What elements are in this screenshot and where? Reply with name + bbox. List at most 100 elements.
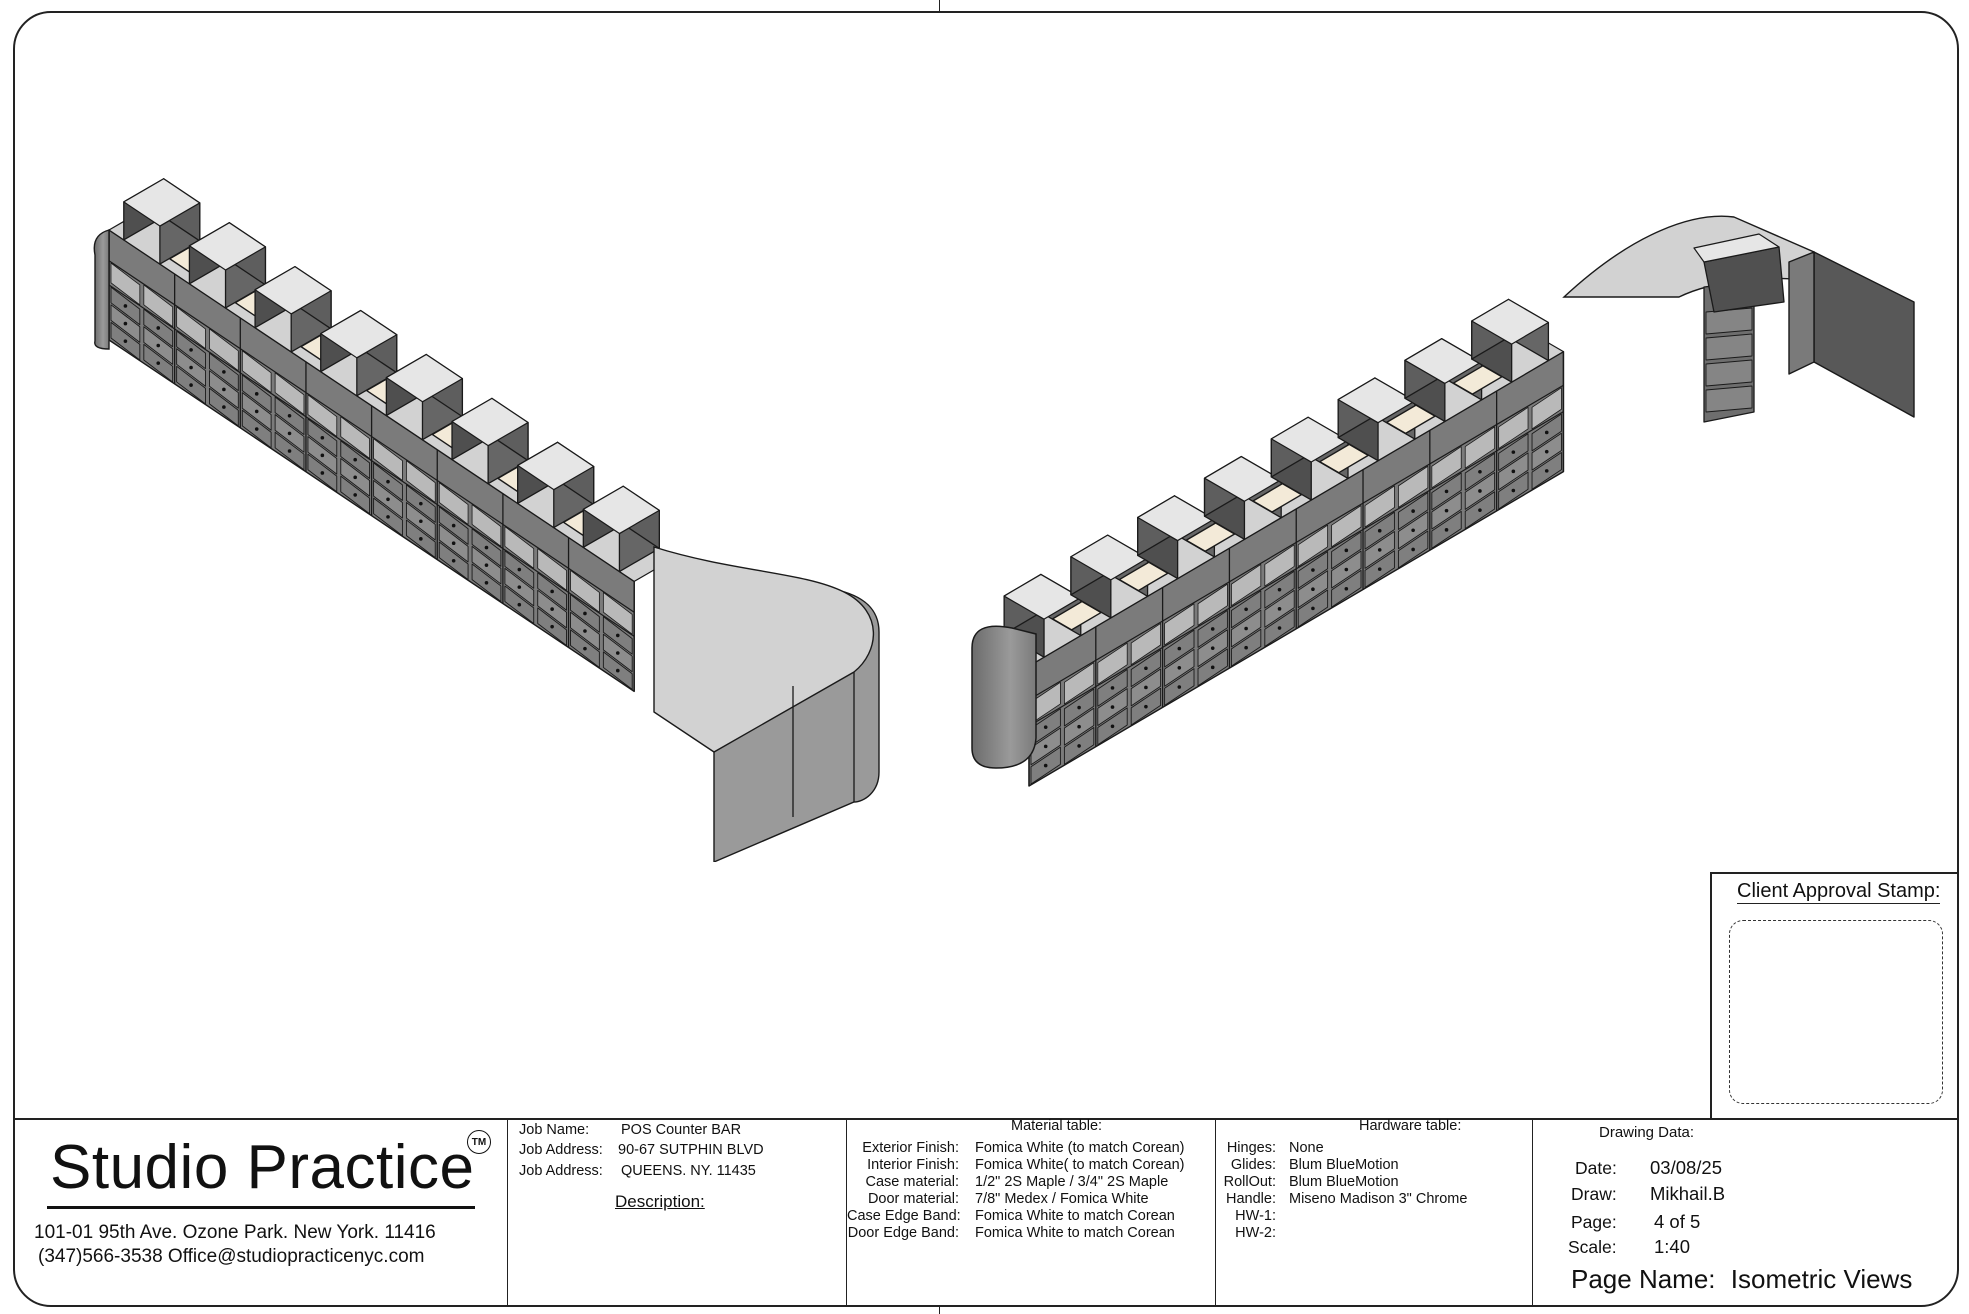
hardware-table-title: Hardware table:: [1359, 1118, 1462, 1134]
drawing-data-title: Drawing Data:: [1599, 1124, 1695, 1141]
open-shelf: [1431, 446, 1462, 489]
drawer-handle-icon: [1177, 665, 1182, 670]
drawer-handle-icon: [353, 493, 357, 497]
drawer-handle-icon: [1544, 469, 1549, 473]
drawer-handle-icon: [615, 651, 620, 655]
drawer-handle-icon: [419, 501, 423, 506]
drawer-handle-icon: [451, 541, 456, 546]
drawer-handle-icon: [1144, 666, 1148, 671]
drawer-handle-icon: [1377, 567, 1382, 571]
drawer-handle-icon: [1444, 489, 1449, 494]
hardware-row-value: Miseno Madison 3" Chrome: [1289, 1191, 1468, 1207]
company-address: 101-01 95th Ave. Ozone Park. New York. 1…: [34, 1222, 436, 1243]
company-logo: Studio Practice: [50, 1133, 475, 1202]
drawer-handle-icon: [156, 343, 161, 348]
station-shelf-top: [385, 353, 463, 403]
station-shelf-top: [1003, 573, 1082, 620]
drawer-handle-icon: [1077, 705, 1081, 710]
stamp-box: [1729, 920, 1943, 1104]
drawer-handle-icon: [1444, 508, 1449, 513]
right-wing-drawer: [1705, 333, 1753, 361]
drawer-handle-icon: [189, 383, 193, 387]
station-shelf-top: [1203, 455, 1282, 502]
material-row-label: Door material:: [867, 1191, 959, 1207]
date-label: Date:: [1575, 1158, 1617, 1178]
drawer-handle-icon: [222, 370, 226, 374]
drawer-handle-icon: [1311, 587, 1315, 592]
drawer-handle-icon: [123, 304, 128, 308]
open-shelf: [1398, 465, 1429, 508]
drawer-handle-icon: [1478, 508, 1482, 512]
drawer-handle-icon: [615, 633, 620, 638]
drawer-handle-icon: [1177, 685, 1182, 689]
drawer-handle-icon: [386, 497, 390, 502]
drawer-handle-icon: [1110, 724, 1115, 729]
drawer-handle-icon: [517, 602, 522, 607]
drawer-handle-icon: [1311, 568, 1315, 572]
trademark-icon: TM: [467, 1130, 491, 1154]
drawer-handle-icon: [550, 589, 554, 594]
open-shelf: [1130, 623, 1162, 666]
drawer-handle-icon: [1277, 607, 1282, 611]
drawer-handle-icon: [1511, 488, 1516, 493]
station-shelf-top: [451, 397, 529, 447]
title-block: Studio Practice TM 101-01 95th Ave. Ozon…: [14, 1118, 1957, 1307]
drawer-handle-icon: [1210, 627, 1215, 631]
page-label: Page:: [1571, 1212, 1617, 1232]
drawer-handle-icon: [320, 471, 325, 475]
open-shelf: [1531, 387, 1562, 430]
drawer-handle-icon: [320, 453, 325, 458]
right-wing-drawer: [1705, 359, 1753, 387]
material-row-value: Fomica White to match Corean: [975, 1208, 1175, 1224]
drawer-handle-icon: [419, 519, 423, 524]
drawer-handle-icon: [287, 449, 292, 453]
material-row-value: 1/2" 2S Maple / 3/4" 2S Maple: [975, 1174, 1169, 1190]
open-shelf: [1297, 524, 1329, 567]
hardware-row-label: Handle:: [1226, 1191, 1276, 1207]
drawer-handle-icon: [517, 567, 522, 572]
open-shelf: [1197, 583, 1228, 626]
station-shelf-top: [188, 222, 267, 271]
drawer-handle-icon: [1511, 469, 1516, 474]
drawer-handle-icon: [1210, 646, 1215, 650]
open-shelf: [570, 570, 600, 613]
crop-mark-bottom: [939, 1303, 940, 1314]
drawer-handle-icon: [386, 515, 390, 519]
drawer-handle-icon: [1377, 528, 1382, 533]
right-end-cap: [971, 625, 1037, 769]
drawer-handle-icon: [1411, 528, 1415, 533]
drawer-handle-icon: [353, 475, 357, 480]
hardware-row-label: Hinges:: [1226, 1140, 1276, 1156]
drawer-handle-icon: [1411, 547, 1415, 552]
drawer-handle-icon: [1144, 704, 1148, 709]
drawer-handle-icon: [1043, 725, 1048, 729]
page-value: 4 of 5: [1654, 1211, 1701, 1232]
material-row-value: Fomica White( to match Corean): [975, 1157, 1185, 1173]
drawer-handle-icon: [222, 387, 226, 392]
open-shelf: [1364, 485, 1395, 528]
right-wing-drawer: [1705, 385, 1753, 413]
open-shelf: [209, 328, 239, 372]
material-row-value: Fomica White (to match Corean): [975, 1140, 1185, 1156]
right-wing-end-front: [1788, 251, 1815, 375]
page-name: Page Name: Isometric Views: [1571, 1264, 1912, 1295]
open-shelf: [110, 262, 141, 306]
left-end-cap: [93, 229, 110, 350]
isometric-views-drawing: [93, 178, 1915, 862]
drawer-handle-icon: [1478, 469, 1482, 474]
material-row-label: Interior Finish:: [867, 1157, 959, 1173]
open-shelf: [602, 592, 633, 635]
drawer-handle-icon: [517, 585, 522, 589]
drawer-handle-icon: [1043, 763, 1048, 768]
drawer-handle-icon: [1544, 449, 1549, 454]
drawer-handle-icon: [1277, 626, 1282, 630]
open-shelf: [307, 394, 338, 437]
drawer-handle-icon: [1277, 587, 1282, 592]
drawer-handle-icon: [484, 545, 489, 550]
company-contact: (347)566-3538 Office@studiopracticenyc.c…: [38, 1246, 425, 1267]
open-shelf: [1498, 406, 1529, 449]
material-row-label: Door Edge Band:: [847, 1225, 959, 1241]
open-shelf: [406, 460, 436, 503]
station-shelf-top: [320, 309, 398, 359]
drawer-handle-icon: [583, 629, 587, 633]
